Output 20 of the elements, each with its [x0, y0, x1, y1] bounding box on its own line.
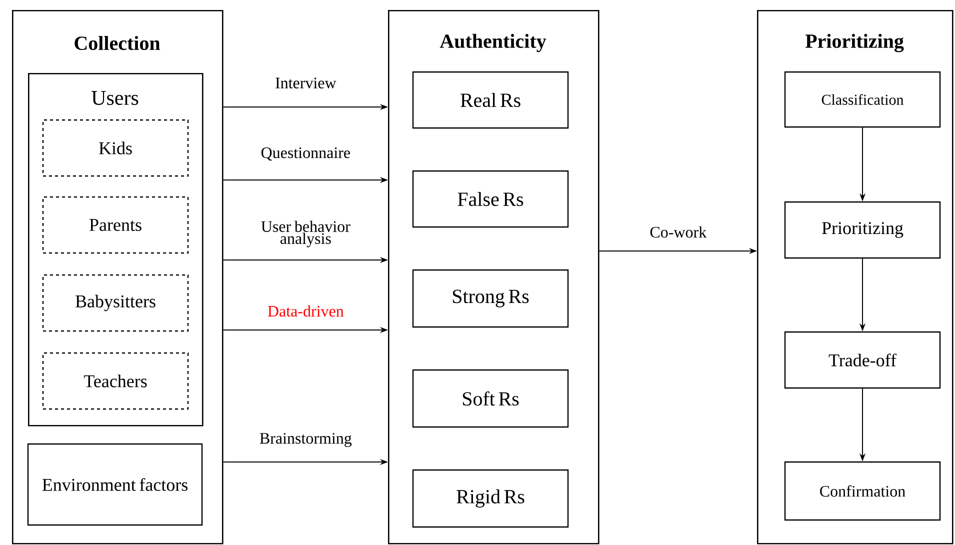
- edge-label: User behavior analysis: [261, 220, 350, 248]
- process-box: Rigid Rs: [412, 469, 569, 528]
- user-box: Parents: [42, 196, 189, 254]
- process-box: False Rs: [412, 170, 569, 228]
- process-box: Confirmation: [784, 461, 941, 521]
- process-box: Trade-off: [784, 331, 941, 389]
- process-box: Soft Rs: [412, 369, 569, 428]
- user-box: Teachers: [42, 352, 189, 410]
- process-box: Environment factors: [27, 443, 203, 526]
- edge-label: Brainstorming: [260, 432, 352, 448]
- process-box: Real Rs: [412, 71, 569, 129]
- edge-label: Data-driven: [268, 305, 344, 317]
- process-box: Strong Rs: [412, 269, 569, 328]
- user-box: Babysitters: [42, 274, 189, 332]
- edge-label: Co-work: [650, 226, 707, 238]
- edge-label: Interview: [276, 78, 336, 88]
- edge-label: Questionnaire: [261, 147, 350, 161]
- process-box: Prioritizing: [784, 201, 941, 259]
- process-box: Classification: [784, 71, 941, 128]
- user-box: Kids: [42, 119, 189, 177]
